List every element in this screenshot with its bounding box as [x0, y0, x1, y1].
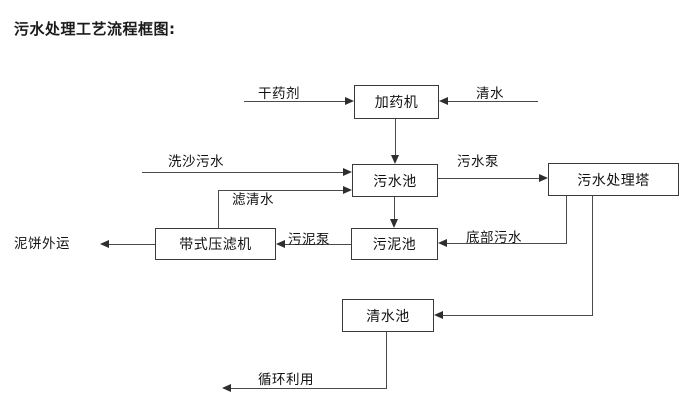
node-sewage-pool[interactable]: 污水池	[352, 164, 438, 197]
edge-line-bottom-sewage-riser	[566, 196, 568, 244]
node-dosing-machine[interactable]: 加药机	[354, 85, 439, 119]
edge-line-tower-to-clear-water	[443, 315, 593, 317]
edge-label-sand-washing-sewage: 洗沙污水	[168, 154, 224, 170]
node-belt-filter-press[interactable]: 带式压滤机	[155, 228, 276, 260]
edge-label-clean-water: 清水	[476, 86, 504, 102]
page-title: 污水处理工艺流程框图:	[14, 20, 176, 38]
arrowhead-sludge-pump-into-belt-filter-press	[276, 239, 285, 248]
edge-line-dosing-to-sewage-pool	[395, 119, 397, 155]
edge-line-sewage-pump	[438, 178, 539, 180]
arrowhead-sewage-pool-into-sludge-pool	[389, 219, 398, 228]
edge-line-sewage-pool-to-sludge-pool	[394, 197, 396, 219]
edge-label-bottom-sewage: 底部污水	[466, 230, 522, 246]
arrowhead-dry-agent-into-dosing-machine	[345, 96, 354, 105]
arrowhead-bottom-sewage-into-sludge-pool	[438, 238, 447, 247]
edge-label-recycle-use: 循环利用	[258, 372, 314, 388]
edge-label-dry-agent: 干药剂	[258, 86, 300, 102]
edge-line-clean-water	[448, 101, 538, 103]
edge-label-filtrate-clear-water: 滤清水	[232, 192, 274, 208]
node-clear-water-pool[interactable]: 清水池	[342, 299, 434, 332]
edge-line-recycle-drop	[386, 332, 388, 389]
arrowhead-filtrate-into-sewage-pool	[343, 185, 352, 194]
arrowhead-clean-water-into-dosing-machine	[439, 96, 448, 105]
edge-line-sand-washing-sewage	[142, 172, 343, 174]
arrowhead-mud-cake-out	[100, 239, 109, 248]
edge-label-sewage-pump: 污水泵	[457, 154, 499, 170]
edge-line-dry-agent	[244, 101, 345, 103]
edge-line-mud-cake-out	[109, 244, 155, 246]
node-treatment-tower[interactable]: 污水处理塔	[548, 163, 679, 196]
node-sludge-pool[interactable]: 污泥池	[351, 228, 438, 260]
arrowhead-dosing-into-sewage-pool	[390, 155, 399, 164]
edge-line-bottom-sewage	[447, 243, 567, 245]
edge-line-sludge-pump	[285, 244, 351, 246]
edge-line-tower-to-clear-water-riser	[592, 196, 594, 316]
arrowhead-sewage-pump-into-treatment-tower	[539, 173, 548, 182]
arrowhead-sand-washing-into-sewage-pool	[343, 167, 352, 176]
edge-line-recycle-use	[231, 388, 387, 390]
edge-label-mud-cake-out: 泥饼外运	[14, 236, 70, 252]
edge-label-sludge-pump: 污泥泵	[288, 232, 330, 248]
arrowhead-into-clear-water-pool	[434, 310, 443, 319]
edge-line-filtrate-riser	[218, 190, 220, 229]
arrowhead-recycle-use	[222, 383, 231, 392]
edge-line-filtrate-clear-water	[218, 190, 343, 192]
